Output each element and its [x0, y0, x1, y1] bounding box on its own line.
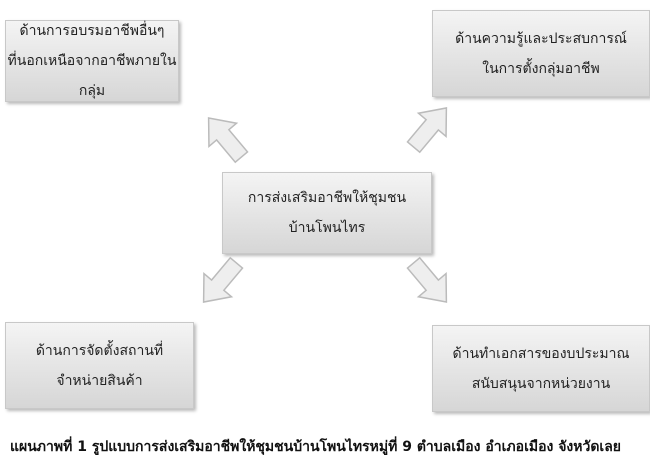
- figure-caption: แผนภาพที่ 1 รูปแบบการส่งเสริมอาชีพให้ชุม…: [10, 439, 621, 455]
- bottom-left-line1: ด้านการจัดตั้งสถานที่: [35, 342, 164, 359]
- top-left-line2: ที่นอกเหนือจากอาชีพภายในกลุ่ม: [7, 53, 177, 99]
- top-left-line1: ด้านการอบรมอาชีพอื่นๆ: [19, 23, 165, 39]
- bottom-right-box: ด้านทำเอกสารของบประมาณ สนับสนุนจากหน่วยง…: [432, 325, 650, 412]
- center-line1: การส่งเสริมอาชีพให้ชุมชน: [247, 190, 407, 206]
- top-right-box: ด้านความรู้และประสบการณ์ ในการตั้งกลุ่มอ…: [432, 10, 650, 97]
- top-right-line1: ด้านความรู้และประสบการณ์: [455, 30, 627, 47]
- arrow-down-left-icon: [202, 256, 244, 303]
- top-right-line2: ในการตั้งกลุ่มอาชีพ: [482, 60, 600, 77]
- bottom-right-line1: ด้านทำเอกสารของบประมาณ: [452, 345, 630, 362]
- arrow-down-right-icon: [406, 256, 448, 303]
- arrow-up-left-icon: [207, 117, 249, 164]
- top-left-box: ด้านการอบรมอาชีพอื่นๆ ที่นอกเหนือจากอาชี…: [5, 20, 179, 102]
- center-line2: บ้านโพนไทร: [288, 220, 366, 236]
- center-box: การส่งเสริมอาชีพให้ชุมชน บ้านโพนไทร: [222, 172, 432, 254]
- arrow-up-right-icon: [406, 107, 448, 154]
- bottom-right-line2: สนับสนุนจากหน่วยงาน: [471, 375, 611, 392]
- bottom-left-line2: จำหน่ายสินค้า: [56, 372, 143, 389]
- bottom-left-box: ด้านการจัดตั้งสถานที่ จำหน่ายสินค้า: [5, 322, 194, 409]
